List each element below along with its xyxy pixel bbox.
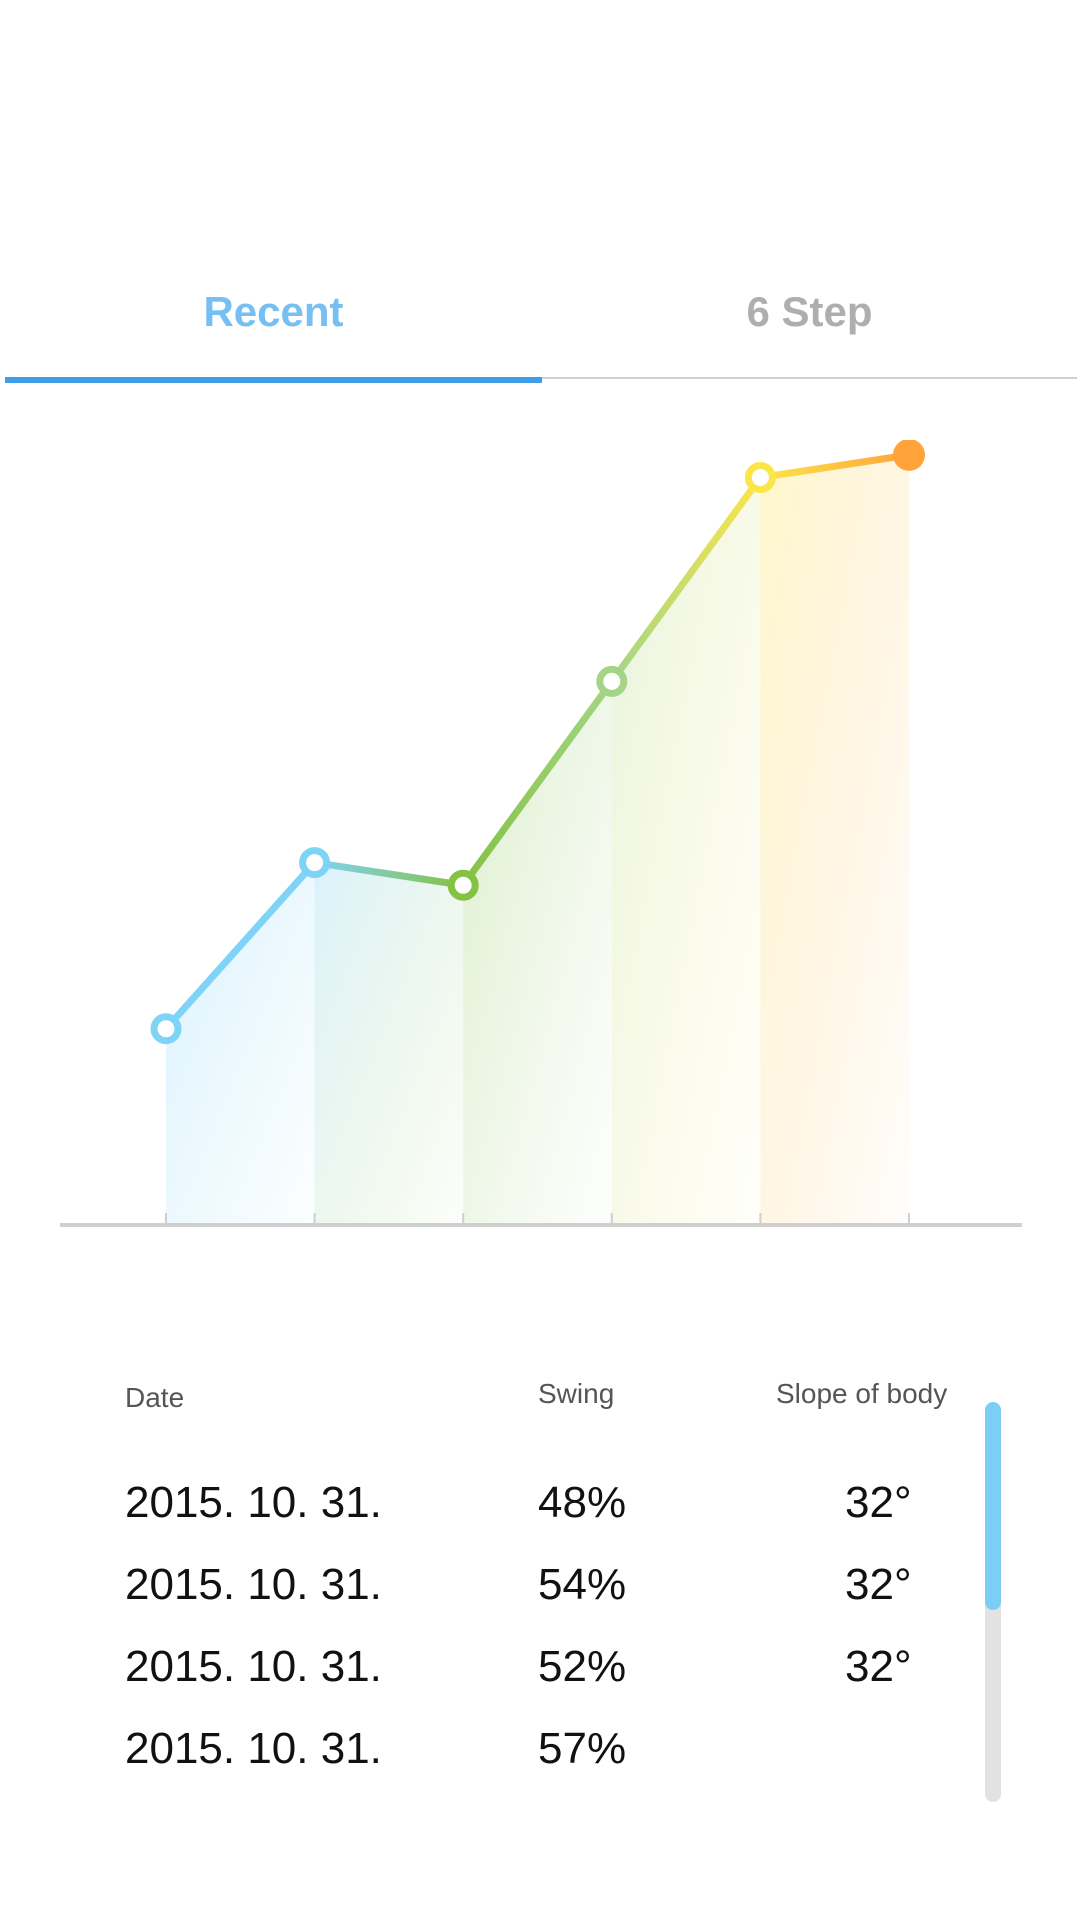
- cell-date: 2015. 10. 31.: [125, 1560, 382, 1609]
- area-segment: [611, 477, 761, 1225]
- cell-swing: 57%: [538, 1724, 627, 1773]
- data-point[interactable]: [596, 665, 628, 697]
- area-segment: [166, 862, 315, 1225]
- tab-bar: Recent 6 Step: [0, 0, 1080, 400]
- series-line-segment: [608, 474, 764, 685]
- table-row[interactable]: 2015. 10. 31. 48% 32°: [0, 1468, 1000, 1538]
- cell-date: 2015. 10. 31.: [125, 1642, 382, 1691]
- progress-line-chart: 88%: [0, 440, 1080, 1260]
- results-table: Date Swing Slope of body 2015. 10. 31. 4…: [0, 1360, 1080, 1840]
- series-line-segment: [311, 859, 467, 889]
- table-row[interactable]: 2015. 10. 31. 57%: [0, 1714, 1000, 1784]
- chart-svg: 88%: [60, 440, 1022, 1227]
- cell-slope: 32°: [845, 1478, 912, 1527]
- area-segment: [463, 681, 612, 1225]
- data-point-latest[interactable]: [893, 440, 925, 471]
- cell-slope: 32°: [845, 1560, 912, 1609]
- table-row[interactable]: 2015. 10. 31. 52% 32°: [0, 1632, 1000, 1702]
- area-segment: [314, 862, 464, 1225]
- cell-swing: 48%: [538, 1478, 627, 1527]
- column-header-date: Date: [125, 1382, 185, 1413]
- tab-6-step[interactable]: 6 Step: [746, 288, 873, 335]
- column-header-slope: Slope of body: [776, 1378, 948, 1409]
- table-row[interactable]: 2015. 10. 31. 54% 32°: [0, 1550, 1000, 1620]
- data-point[interactable]: [447, 869, 479, 901]
- cell-swing: 54%: [538, 1560, 627, 1609]
- series-line-segment: [459, 677, 616, 889]
- cell-date: 2015. 10. 31.: [125, 1478, 382, 1527]
- tab-divider: [542, 377, 1077, 379]
- series-line-segment: [162, 859, 319, 1033]
- data-point[interactable]: [150, 1013, 182, 1045]
- cell-swing: 52%: [538, 1642, 627, 1691]
- active-tab-indicator: [5, 377, 542, 383]
- data-point[interactable]: [744, 462, 776, 494]
- area-segment: [760, 454, 909, 1225]
- column-header-swing: Swing: [538, 1378, 615, 1409]
- tab-recent[interactable]: Recent: [203, 288, 344, 335]
- table-scrollbar-thumb[interactable]: [985, 1402, 1001, 1610]
- data-point[interactable]: [299, 847, 331, 879]
- cell-date: 2015. 10. 31.: [125, 1724, 382, 1773]
- cell-slope: 32°: [845, 1642, 912, 1691]
- series-line-segment: [756, 451, 913, 482]
